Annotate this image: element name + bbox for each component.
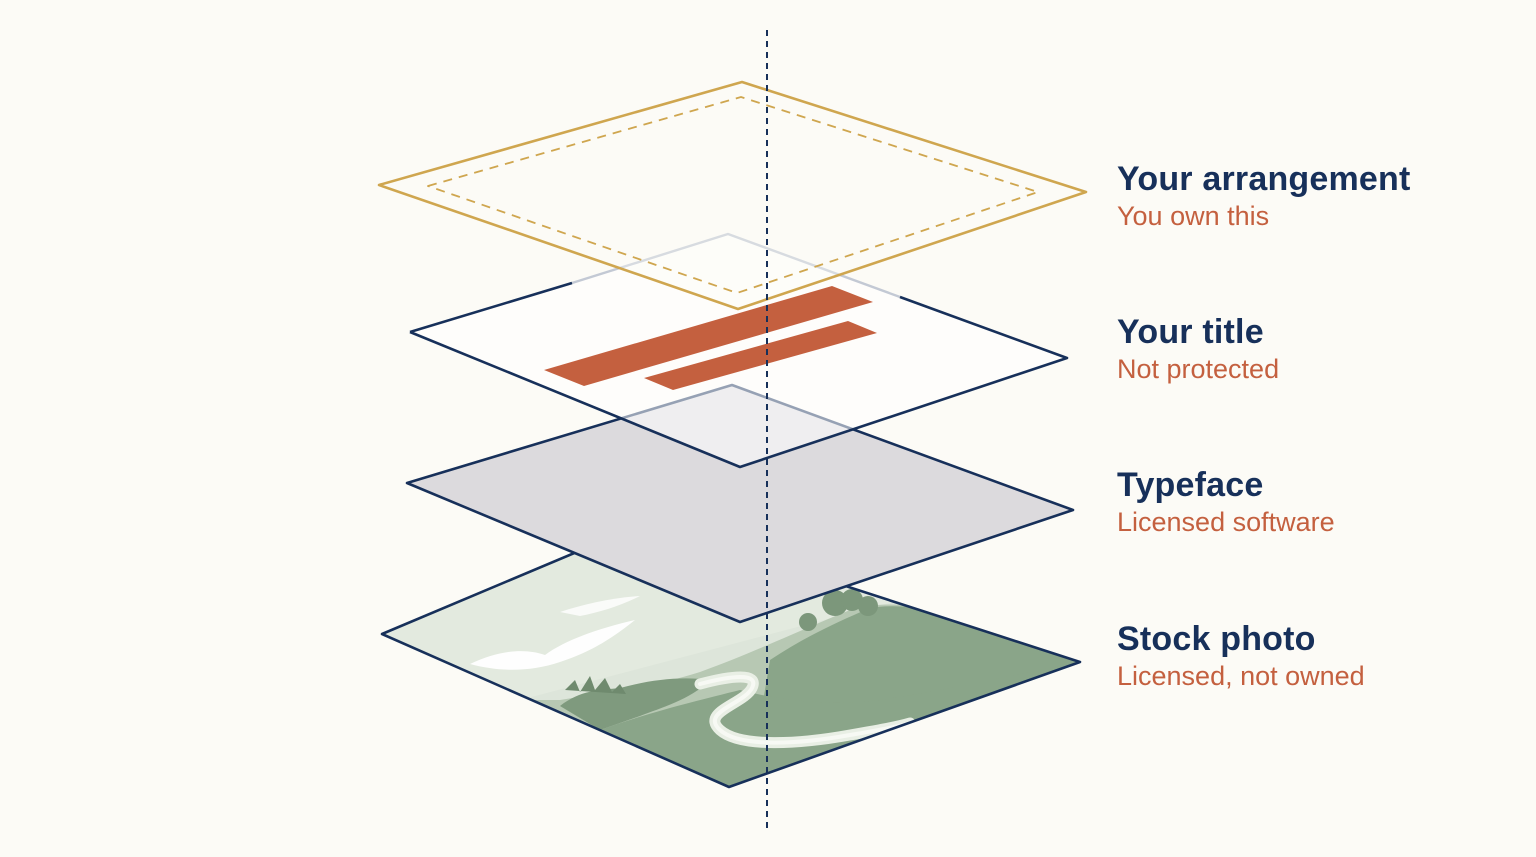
- layer-label-arrangement: Your arrangement You own this: [1117, 160, 1411, 233]
- title-plane: [410, 234, 1067, 467]
- layer-subtitle: Licensed, not owned: [1117, 661, 1365, 691]
- layer-subtitle: Not protected: [1117, 354, 1280, 384]
- layer-title: Your title: [1117, 313, 1264, 351]
- layer-label-typeface: Typeface Licensed software: [1117, 466, 1335, 539]
- dashed-frame-icon: [427, 96, 1039, 294]
- arrangement-plane: [377, 80, 1088, 311]
- layer-title: Typeface: [1117, 466, 1264, 504]
- layer-title: Stock photo: [1117, 620, 1316, 658]
- stock-photo-layer: [380, 520, 1082, 789]
- arrangement-layer: [377, 80, 1088, 311]
- layer-subtitle: You own this: [1117, 201, 1270, 231]
- layer-label-title: Your title Not protected: [1117, 313, 1279, 386]
- layer-subtitle: Licensed software: [1117, 507, 1335, 537]
- layer-label-stock-photo: Stock photo Licensed, not owned: [1117, 620, 1365, 693]
- stock-photo-outline: [380, 520, 1082, 789]
- title-bars-icon: [544, 286, 877, 390]
- layer-title: Your arrangement: [1117, 160, 1411, 198]
- title-layer: [409, 232, 1069, 469]
